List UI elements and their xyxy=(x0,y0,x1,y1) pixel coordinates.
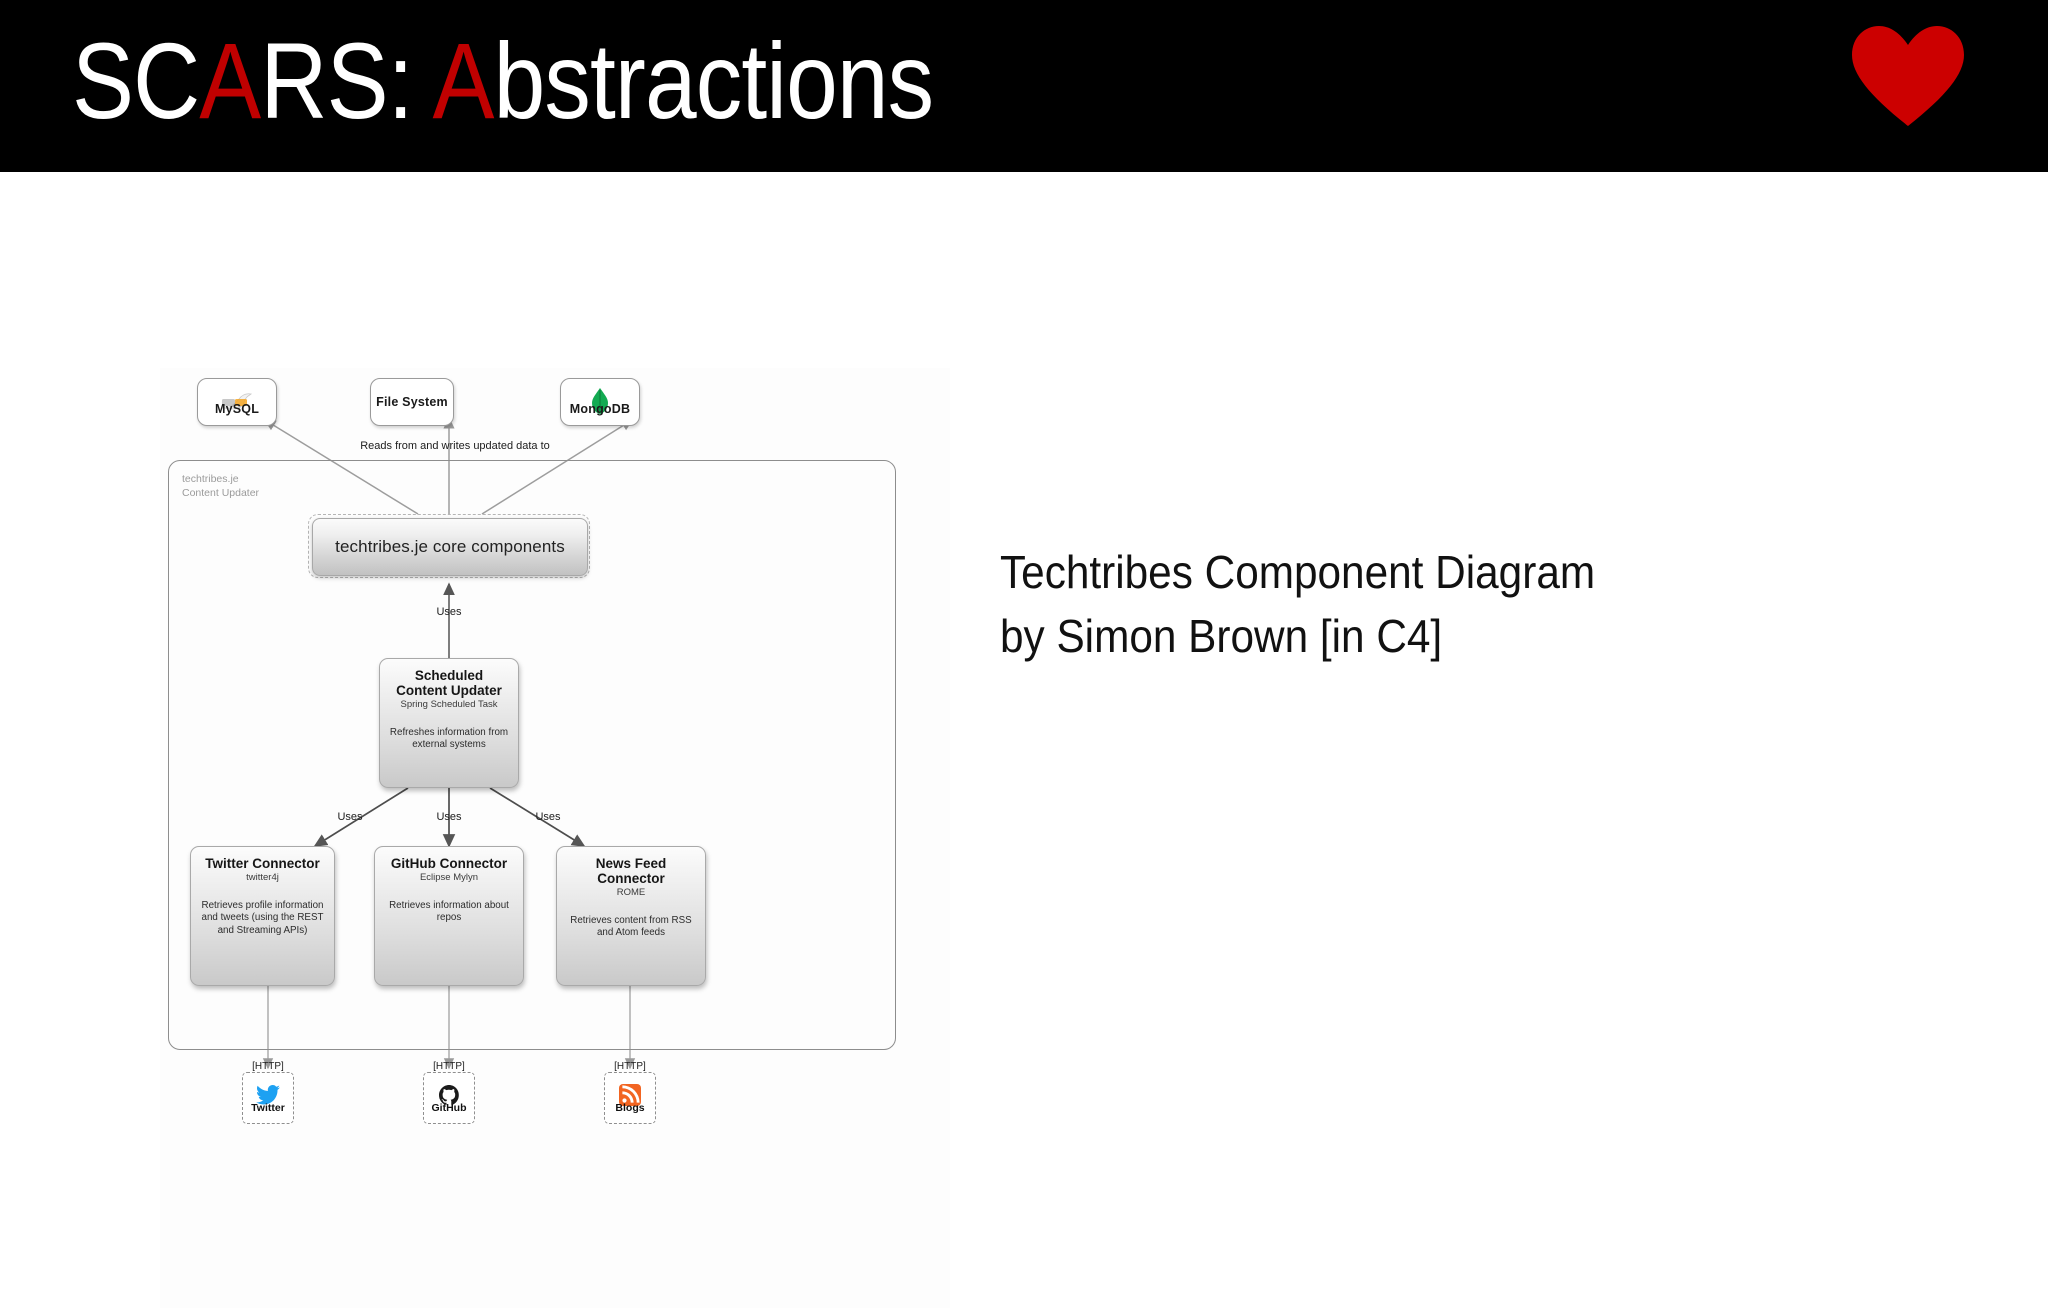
edge-label-http-blogs: [HTTP] xyxy=(614,1061,646,1072)
datastore-mysql: MySQL xyxy=(197,378,277,426)
container-label: techtribes.je Content Updater xyxy=(182,472,412,500)
github-octocat-icon xyxy=(424,1080,474,1110)
component-github-connector-name: GitHub Connector xyxy=(390,856,508,871)
edge-label-reads-writes: Reads from and writes updated data to xyxy=(360,440,550,452)
component-github-connector-desc: Retrieves information about repos xyxy=(389,900,509,924)
edge-label-http-twitter: [HTTP] xyxy=(252,1061,284,1072)
component-twitter-connector: Twitter Connector twitter4j Retrieves pr… xyxy=(190,846,335,986)
container-boundary-content-updater xyxy=(168,460,896,1050)
slide-header-bar: SCARS: Abstractions xyxy=(0,0,2048,172)
external-system-github: GitHub xyxy=(423,1072,475,1124)
title-part-2: RS: xyxy=(260,20,433,141)
edge-label-uses-core: Uses xyxy=(436,606,462,618)
component-news-feed-connector-name: News Feed Connector xyxy=(595,856,667,886)
component-news-feed-connector-desc: Retrieves content from RSS and Atom feed… xyxy=(570,915,692,939)
component-news-feed-connector: News Feed Connector ROME Retrieves conte… xyxy=(556,846,706,986)
edge-label-uses-twitter: Uses xyxy=(337,811,363,823)
slide-body: Techtribes Component Diagram by Simon Br… xyxy=(0,172,2048,1308)
mongodb-leaf-icon xyxy=(561,386,639,416)
diagram-connectors xyxy=(262,416,636,1070)
caption-line-1: Techtribes Component Diagram xyxy=(1000,546,1596,598)
external-system-blogs: Blogs xyxy=(604,1072,656,1124)
rss-feed-icon xyxy=(605,1080,655,1110)
page-title: SCARS: Abstractions xyxy=(72,6,935,156)
diagram-caption: Techtribes Component Diagram by Simon Br… xyxy=(1000,540,1699,668)
techtribes-component-diagram: MySQL File System MongoDB Reads from and… xyxy=(160,368,950,1308)
external-system-twitter: Twitter xyxy=(242,1072,294,1124)
twitter-bird-icon xyxy=(243,1080,293,1110)
component-scheduled-content-updater: Scheduled Content Updater Spring Schedul… xyxy=(379,658,519,788)
container-label-line-2: Content Updater xyxy=(182,487,260,499)
external-system-twitter-label: Twitter xyxy=(251,1102,285,1114)
external-system-blogs-label: Blogs xyxy=(615,1102,645,1114)
edge-label-uses-newsfeed: Uses xyxy=(535,811,561,823)
title-part-1-accent: A xyxy=(199,20,261,141)
title-part-0: SC xyxy=(72,20,200,141)
component-scheduled-content-updater-desc: Refreshes information from external syst… xyxy=(389,727,509,751)
datastore-mysql-label: MySQL xyxy=(214,402,260,416)
component-scheduled-content-updater-name: Scheduled Content Updater xyxy=(396,668,502,698)
mysql-dolphin-icon xyxy=(198,386,276,416)
container-label-line-1: techtribes.je xyxy=(182,473,239,485)
edge-label-http-github: [HTTP] xyxy=(433,1061,465,1072)
component-news-feed-connector-tech: ROME xyxy=(616,887,646,898)
datastore-mongodb-label: MongoDB xyxy=(569,402,631,416)
datastore-file-system: File System xyxy=(370,378,454,426)
component-twitter-connector-name: Twitter Connector xyxy=(205,856,320,871)
component-github-connector-tech: Eclipse Mylyn xyxy=(419,872,479,883)
caption-line-2: by Simon Brown [in C4] xyxy=(1000,610,1443,662)
datastore-file-system-label: File System xyxy=(376,395,448,409)
component-twitter-connector-desc: Retrieves profile information and tweets… xyxy=(201,900,324,936)
core-components-label: techtribes.je core components xyxy=(312,518,588,576)
component-scheduled-content-updater-tech: Spring Scheduled Task xyxy=(400,699,498,710)
component-github-connector: GitHub Connector Eclipse Mylyn Retrieves… xyxy=(374,846,524,986)
datastore-mongodb: MongoDB xyxy=(560,378,640,426)
component-twitter-connector-tech: twitter4j xyxy=(246,872,279,883)
core-components-box: techtribes.je core components xyxy=(308,514,590,578)
external-system-github-label: GitHub xyxy=(431,1102,467,1114)
edge-label-uses-github: Uses xyxy=(436,811,462,823)
heart-icon xyxy=(1848,22,1968,132)
title-part-4: bstractions xyxy=(493,20,935,141)
title-part-3-accent: A xyxy=(432,20,494,141)
